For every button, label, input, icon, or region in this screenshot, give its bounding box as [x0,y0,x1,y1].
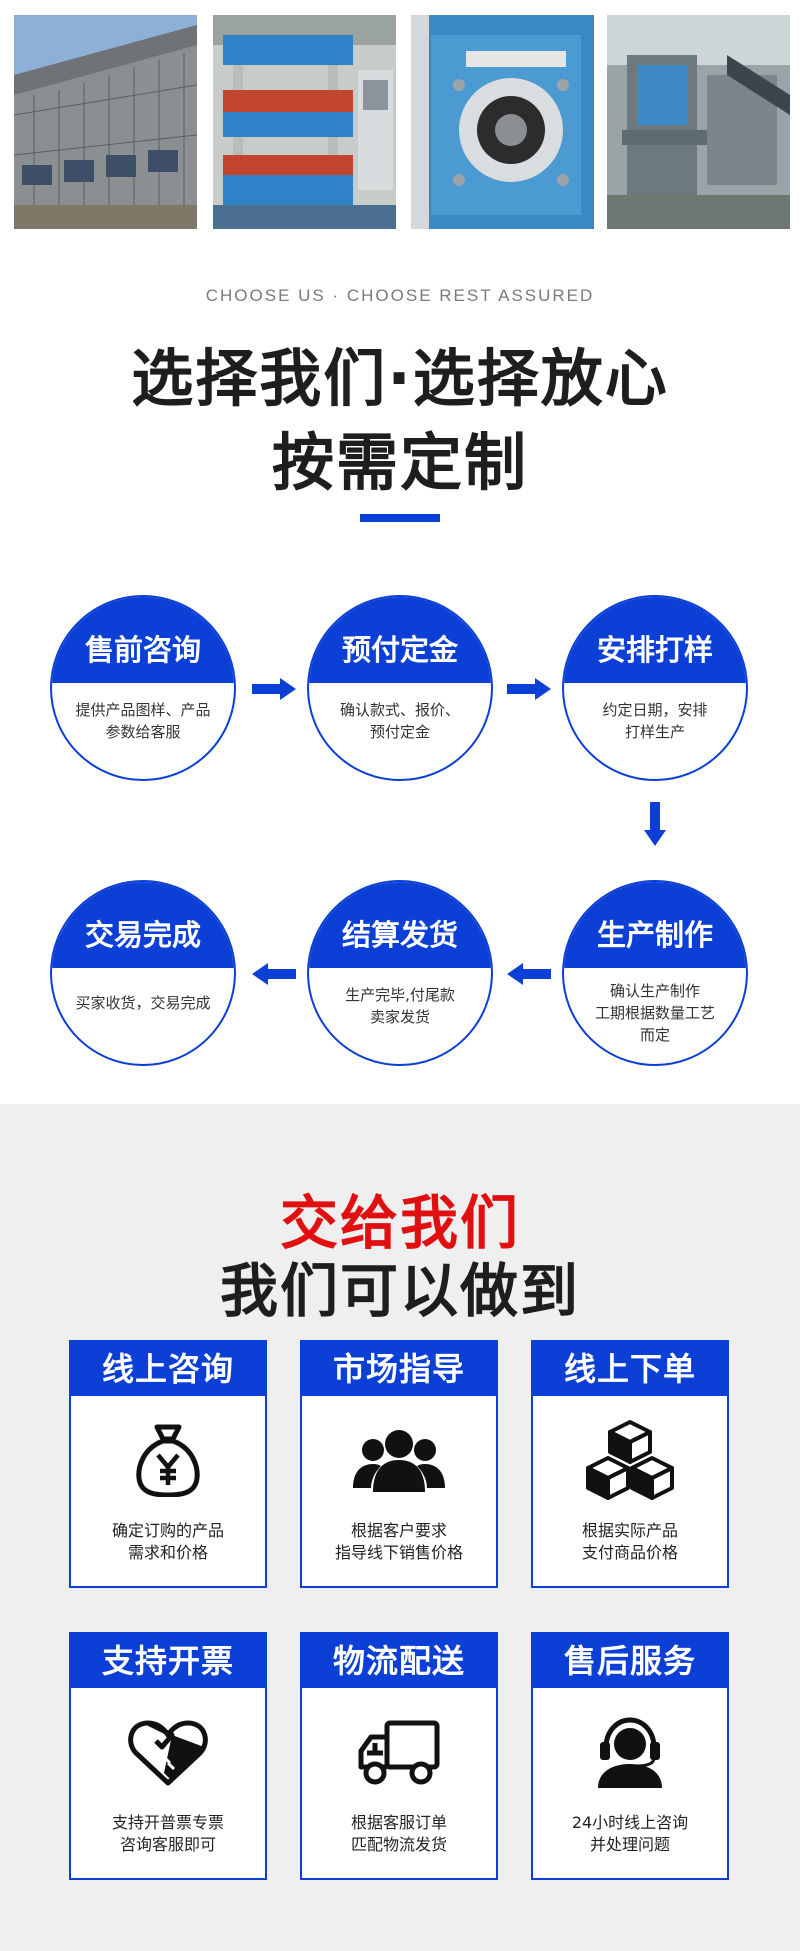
arrow-left-icon [507,963,551,985]
card-title: 支持开票 [71,1634,265,1688]
step-desc: 确认款式、报价、预付定金 [339,701,460,741]
service-card-invoice: 支持开票 支持开普票专票咨询客服即可 [69,1632,267,1880]
card-title: 售后服务 [533,1634,727,1688]
arrow-right-icon [252,678,296,700]
process-step-production: 生产制作 确认生产制作工期根据数量工艺而定 [562,880,748,1066]
handshake-heart-icon [71,1712,265,1792]
service-subtitle: 我们可以做到 [219,1257,580,1325]
card-desc: 根据客服订单匹配物流发货 [350,1813,447,1854]
card-title: 线上下单 [533,1342,727,1396]
arrow-down-icon [644,802,666,846]
card-desc: 支持开普票专票咨询客服即可 [111,1813,224,1854]
boxes-icon [533,1420,727,1500]
service-card-market-guidance: 市场指导 根据客户要求指导线下销售价格 [300,1340,498,1588]
truck-icon [302,1712,496,1792]
step-desc: 约定日期，安排打样生产 [602,701,708,741]
card-title: 市场指导 [302,1342,496,1396]
process-step-complete: 交易完成 买家收货，交易完成 [50,880,236,1066]
headset-agent-icon [533,1712,727,1792]
section-subtitle: 按需定制 [271,426,528,499]
factory-photo-strip [0,0,800,260]
service-section: 交给我们 我们可以做到 线上咨询 确定订购的产品需求和价格 市场指导 [0,1104,800,1951]
step-title: 安排打样 [564,597,746,683]
step-title: 售前咨询 [52,597,234,683]
process-step-settle-ship: 结算发货 生产完毕,付尾款卖家发货 [307,880,493,1066]
money-bag-icon [71,1420,265,1500]
step-title: 预付定金 [309,597,491,683]
production-line-photo [607,15,790,229]
process-step-sampling: 安排打样 约定日期，安排打样生产 [562,595,748,781]
service-card-online-order: 线上下单 根据实际产品支付商品价格 [531,1340,729,1588]
card-title: 物流配送 [302,1634,496,1688]
press-machine-photo [213,15,396,229]
card-title: 线上咨询 [71,1342,265,1396]
section-eyebrow: CHOOSE US · CHOOSE REST ASSURED [205,286,595,305]
card-desc: 确定订购的产品需求和价格 [111,1521,224,1562]
service-title: 交给我们 [279,1189,520,1257]
process-step-consult: 售前咨询 提供产品图样、产品参数给客服 [50,595,236,781]
card-desc: 根据客户要求指导线下销售价格 [334,1521,463,1562]
section-title: 选择我们·选择放心 [131,342,669,415]
process-step-deposit: 预付定金 确认款式、报价、预付定金 [307,595,493,781]
service-card-online-consult: 线上咨询 确定订购的产品需求和价格 [69,1340,267,1588]
arrow-left-icon [252,963,296,985]
machine-control-panel-photo [411,15,594,229]
step-title: 结算发货 [309,882,491,968]
step-desc: 买家收货，交易完成 [75,994,211,1012]
service-card-logistics: 物流配送 根据客服订单匹配物流发货 [300,1632,498,1880]
arrow-right-icon [507,678,551,700]
title-underline [360,514,440,522]
step-desc: 提供产品图样、产品参数给客服 [75,701,211,741]
step-title: 生产制作 [564,882,746,968]
step-desc: 生产完毕,付尾款卖家发货 [345,986,455,1026]
step-desc: 确认生产制作工期根据数量工艺而定 [594,982,715,1044]
service-card-after-sales: 售后服务 24小时线上咨询并处理问题 [531,1632,729,1880]
user-group-icon [302,1420,496,1500]
card-desc: 根据实际产品支付商品价格 [581,1521,678,1562]
process-section: CHOOSE US · CHOOSE REST ASSURED 选择我们·选择放… [0,260,800,1104]
card-desc: 24小时线上咨询并处理问题 [571,1813,689,1854]
step-title: 交易完成 [52,882,234,968]
factory-building-photo [14,15,197,229]
